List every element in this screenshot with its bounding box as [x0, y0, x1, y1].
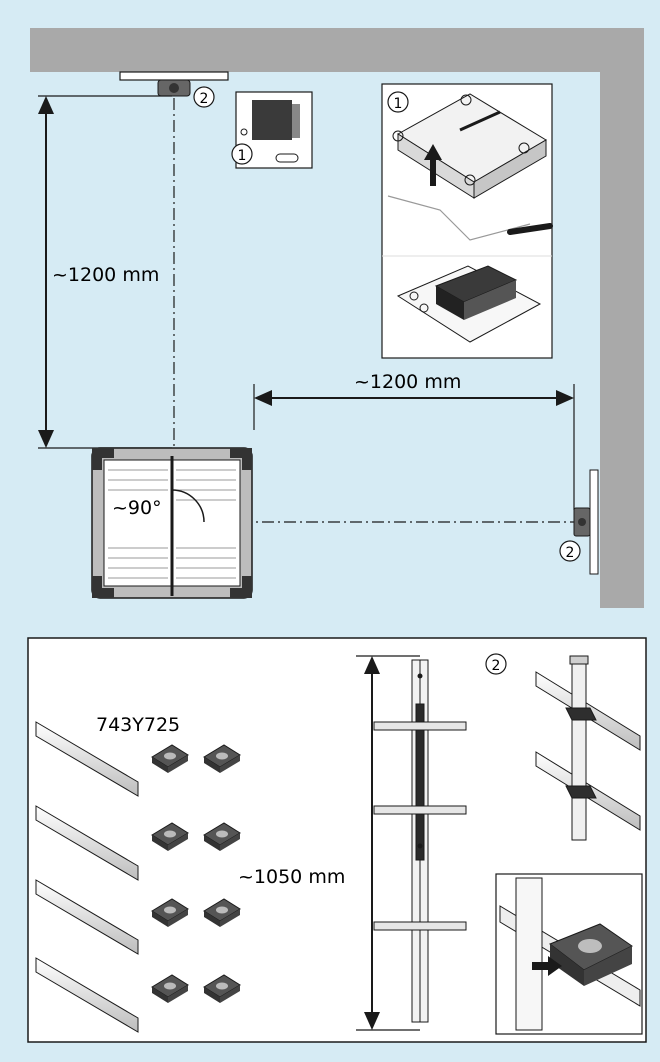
clamp [151, 974, 189, 1003]
clamp-set [151, 744, 241, 1003]
wall-mount [573, 469, 599, 575]
callout-2-side-label: 2 [566, 545, 575, 561]
clamp-detail-inset [495, 873, 643, 1035]
callout-1-inset-label: 1 [394, 96, 403, 112]
rack-top-view [91, 447, 253, 599]
dimension-height-label: ~1050 mm [238, 866, 345, 888]
callout-1-label: 1 [238, 148, 247, 164]
controller-box [235, 91, 313, 169]
callout-1 [231, 143, 253, 165]
up-arrow-icon [424, 144, 442, 186]
clamp [203, 974, 241, 1003]
post-assembled-view: 2 [485, 653, 641, 841]
height-dimension [356, 655, 420, 1031]
parts-panel: 743Y725 ~1050 mm [27, 637, 647, 1043]
push-arrow-icon [532, 956, 562, 976]
clamp [203, 744, 241, 773]
ceiling-mount [119, 71, 229, 97]
clamp [151, 744, 189, 773]
callout-2-top [193, 86, 215, 108]
part-number-label: 743Y725 [96, 714, 180, 736]
callout-2-bottom [485, 653, 507, 675]
detail-inset [381, 83, 553, 359]
angle-label: ~90° [112, 497, 162, 519]
post-side-view [373, 659, 467, 1023]
rail-set [35, 721, 139, 1033]
horizontal-dimension [253, 384, 575, 510]
clamp [151, 822, 189, 851]
clamp [203, 822, 241, 851]
callout-2-top-label: 2 [200, 91, 209, 107]
callout-2-bottom-label: 2 [492, 658, 501, 674]
clamp [203, 898, 241, 927]
dimension-vertical-label: ~1200 mm [52, 264, 159, 286]
callout-1-inset [387, 91, 409, 113]
dimension-horizontal-label: ~1200 mm [354, 371, 461, 393]
clamp [151, 898, 189, 927]
callout-2-side [559, 540, 581, 562]
top-section: 2 ~1200 mm 1 [30, 28, 644, 608]
